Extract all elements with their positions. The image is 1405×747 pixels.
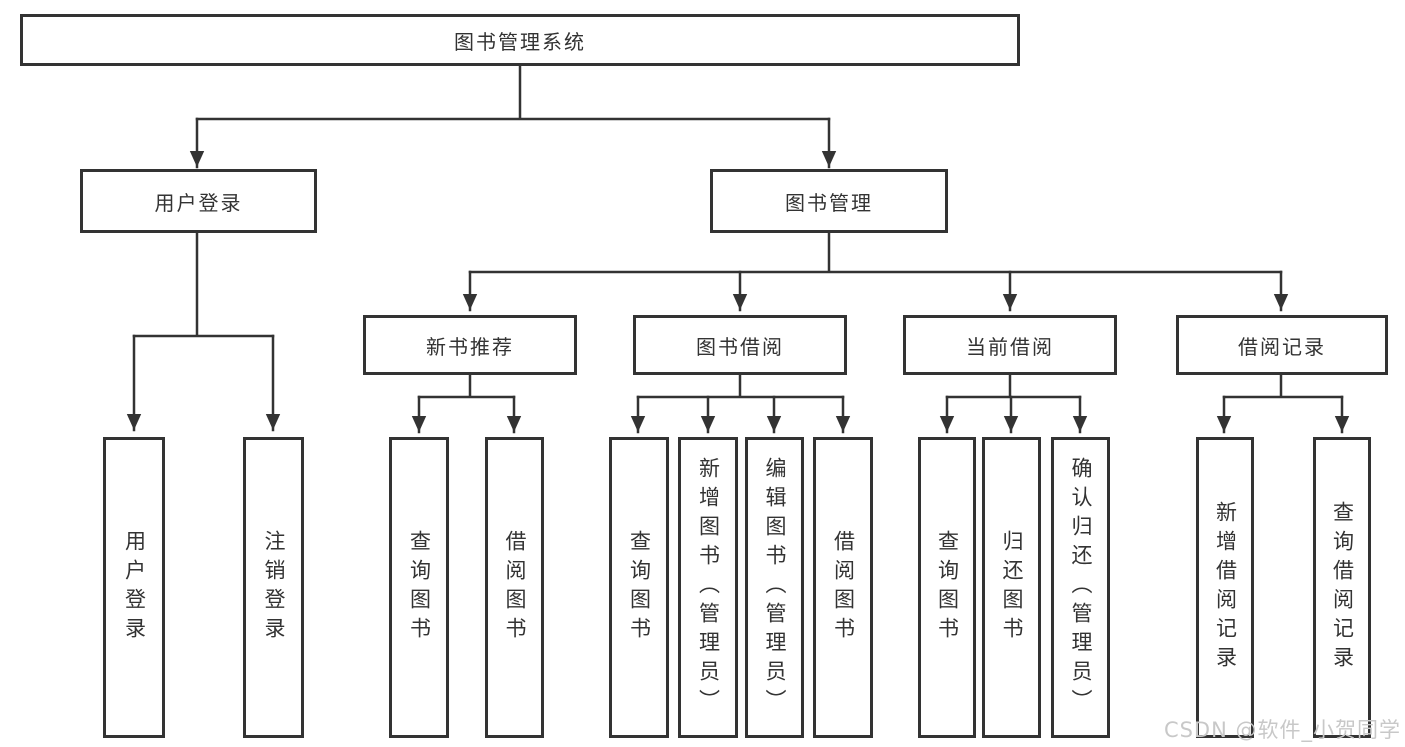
leaf-return-books: 归还图书 (982, 437, 1041, 738)
node-label: 图书管理 (785, 190, 873, 215)
node-new-book-recommend: 新书推荐 (363, 315, 577, 375)
leaf-query-borrow-record: 查询借阅记录 (1313, 437, 1371, 738)
leaf-edit-books-admin: 编辑图书（管理员） (745, 437, 804, 738)
leaf-user-login: 用户登录 (103, 437, 165, 738)
node-book-borrow: 图书借阅 (633, 315, 847, 375)
node-current-borrow: 当前借阅 (903, 315, 1117, 375)
leaf-add-books-admin: 新增图书（管理员） (678, 437, 738, 738)
leaf-query-books: 查询图书 (918, 437, 976, 738)
node-label: 查询借阅记录 (1330, 500, 1355, 675)
node-label: 借阅记录 (1238, 334, 1326, 359)
node-label: 归还图书 (1000, 529, 1024, 646)
leaf-query-books: 查询图书 (389, 437, 449, 738)
node-label: 查询图书 (935, 529, 960, 646)
leaf-borrow-books: 借阅图书 (485, 437, 544, 738)
node-label: 图书管理系统 (454, 29, 586, 54)
leaf-borrow-books: 借阅图书 (813, 437, 873, 738)
node-label: 图书借阅 (696, 334, 784, 359)
node-label: 用户登录 (122, 529, 147, 646)
leaf-add-borrow-record: 新增借阅记录 (1196, 437, 1254, 738)
node-label: 查询图书 (627, 529, 652, 646)
node-label: 新增图书（管理员） (696, 457, 721, 718)
node-label: 新增借阅记录 (1213, 500, 1238, 675)
node-label: 注销登录 (262, 529, 286, 646)
leaf-logout: 注销登录 (243, 437, 304, 738)
node-label: 借阅图书 (503, 529, 527, 646)
node-book-management: 图书管理 (710, 169, 948, 233)
leaf-confirm-return-admin: 确认归还（管理员） (1051, 437, 1110, 738)
node-borrow-records: 借阅记录 (1176, 315, 1388, 375)
node-label: 确认归还（管理员） (1069, 457, 1093, 718)
node-label: 当前借阅 (966, 334, 1054, 359)
node-user-login: 用户登录 (80, 169, 317, 233)
csdn-watermark: CSDN @软件_小贺同学 (1163, 718, 1401, 742)
node-label: 查询图书 (407, 529, 432, 646)
node-label: 借阅图书 (831, 529, 856, 646)
leaf-query-books: 查询图书 (609, 437, 669, 738)
node-label: 编辑图书（管理员） (763, 457, 787, 718)
node-label: 新书推荐 (426, 334, 514, 359)
node-library-management-system: 图书管理系统 (20, 14, 1020, 66)
node-label: 用户登录 (154, 190, 243, 215)
